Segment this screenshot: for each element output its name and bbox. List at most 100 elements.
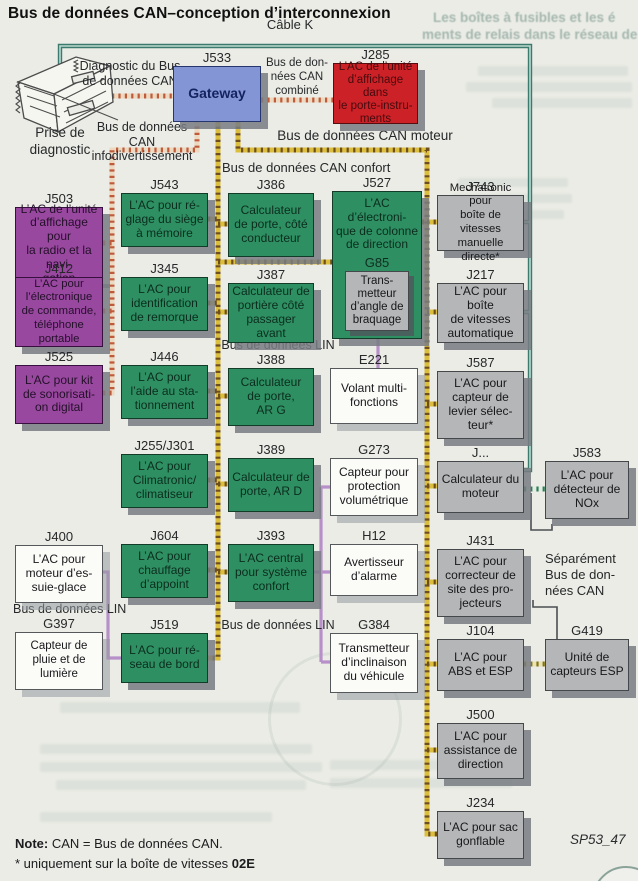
node-label: L’AC pour kit de sonorisati- on digital: [22, 372, 96, 415]
node-label: L’AC pour l’électronique de commande, té…: [21, 277, 97, 345]
node-j412: J412 L’AC pour l’électronique de command…: [15, 261, 103, 347]
node-label: L’AC pour l’aide au sta- tionnement: [130, 370, 199, 412]
node-label: L’AC pour Climatronic/ climatiseur: [132, 459, 197, 501]
node-j285: J285 L’AC de l’unité d’affichage dans le…: [333, 47, 418, 125]
node-j533-gateway: J533 Gateway: [173, 50, 261, 122]
node-label: Calculateur du moteur: [441, 472, 520, 500]
node-g273: G273 Capteur pour protection volumétriqu…: [330, 442, 418, 516]
ghost-smudge: [56, 780, 306, 790]
node-label: L’AC pour correcteur de site des pro- je…: [445, 554, 516, 610]
node-j387: J387 Calculateur de portière côté passag…: [228, 267, 314, 343]
can-combined-label: Bus de don- nées CAN combiné: [265, 57, 328, 97]
node-code: J527: [362, 175, 392, 190]
node-h12: H12 Avertisseur d’alarme: [330, 528, 418, 596]
node-j743: J743 Mechatronic pour boîte de vitesses …: [437, 179, 524, 263]
ghost-smudge: [330, 760, 502, 770]
node-g397: G397 Capteur de pluie et de lumière: [15, 616, 103, 690]
node-code: J386: [256, 177, 286, 192]
node-code: G384: [358, 617, 390, 632]
node-label: L’AC pour sac gonflable: [443, 820, 518, 848]
can-infotainment-line: [80, 93, 333, 396]
node-e221: E221 Volant multi- fonctions: [330, 352, 418, 424]
node-code: J387: [256, 267, 286, 282]
node-code: J388: [256, 352, 286, 367]
node-j519: J519 L’AC pour ré- seau de bord: [121, 617, 208, 683]
node-j-moteur: J... Calculateur du moteur: [437, 445, 524, 513]
note-can: Note: CAN = Bus de données CAN.: [15, 836, 223, 851]
node-j104: J104 L’AC pour ABS et ESP: [437, 623, 524, 691]
node-g419: G419 Unité de capteurs ESP: [545, 623, 629, 691]
node-label: L’AC de l’unité d’affichage dans le port…: [338, 60, 413, 126]
node-j389: J389 Calculateur de porte, AR D: [228, 442, 314, 512]
node-label: L’AC pour ré- glage du siège à mémoire: [125, 198, 204, 240]
node-label: Capteur pour protection volumétrique: [338, 465, 410, 507]
node-code: J543: [150, 177, 179, 192]
separate-can-label: Séparément Bus de don- nées CAN: [545, 551, 616, 598]
node-j255-j301: J255/J301 L’AC pour Climatronic/ climati…: [121, 438, 208, 508]
node-code: J519: [150, 617, 179, 632]
node-label: L’AC d’électroni- que de colonne de dire…: [335, 196, 419, 252]
node-j587: J587 L’AC pour capteur de levier sélec- …: [437, 355, 524, 439]
node-code: J503: [44, 191, 74, 206]
ghost-text-line: Les boîtes à fusibles et les é: [433, 10, 616, 25]
node-code: J389: [256, 442, 286, 457]
node-label: Calculateur de portière côté passager av…: [232, 284, 310, 340]
node-label: Volant multi- fonctions: [340, 381, 408, 409]
bracket-lines: [530, 493, 558, 641]
note-asterisk-text: * uniquement sur la boîte de vitesses: [15, 856, 232, 871]
node-label: Calculateur de porte, AR G: [240, 375, 302, 417]
node-code: J234: [466, 795, 495, 810]
node-j386: J386 Calculateur de porte, côté conducte…: [228, 177, 314, 257]
node-label: Mechatronic pour boîte de vitesses manue…: [449, 181, 512, 263]
node-j527: J527 L’AC d’électroni- que de colonne de…: [332, 175, 422, 339]
node-code: J217: [466, 267, 495, 282]
ghost-smudge: [330, 778, 512, 788]
node-code: G273: [358, 442, 390, 457]
ghost-smudge: [492, 98, 632, 108]
separate-can-stubs: [524, 486, 545, 667]
can-infotainment-label: Bus de données CAN infodivertissement: [91, 120, 193, 163]
node-label: Capteur de pluie et de lumière: [30, 640, 88, 680]
node-label: L’AC pour chauffage d’appoint: [138, 549, 191, 591]
node-label: Unité de capteurs ESP: [550, 650, 624, 678]
node-j345: J345 L’AC pour identification de remorqu…: [121, 261, 208, 331]
node-j543: J543 L’AC pour ré- glage du siège à mémo…: [121, 177, 208, 247]
node-label: L’AC pour détecteur de NOx: [553, 468, 621, 510]
cable-k-label: Câble K: [266, 17, 314, 32]
node-code-g85: G85: [364, 255, 390, 271]
node-label: L’AC pour capteur de levier sélec- teur*: [448, 376, 513, 432]
ghost-smudge: [40, 744, 312, 754]
node-code: E221: [358, 352, 390, 367]
node-code: J533: [202, 50, 232, 65]
node-code: J393: [256, 528, 286, 543]
ghost-smudge: [478, 66, 628, 76]
k-cable-line: [57, 43, 533, 473]
node-j388: J388 Calculateur de porte, AR G: [228, 352, 314, 426]
node-code: J255/J301: [134, 438, 195, 453]
node-j604: J604 L’AC pour chauffage d’appoint: [121, 528, 208, 598]
node-j583: J583 L’AC pour détecteur de NOx: [545, 445, 629, 519]
diagnostic-connector-drawing: [15, 56, 119, 134]
node-label: Gateway: [188, 85, 246, 102]
node-code: J500: [466, 707, 495, 722]
node-label: L’AC pour moteur d’es- suie-glace: [25, 552, 93, 594]
node-j234: J234 L’AC pour sac gonflable: [437, 795, 524, 859]
ghost-text-line: ments de relais dans le réseau de bord: [422, 27, 638, 42]
node-code: J400: [44, 529, 74, 544]
node-j446: J446 L’AC pour l’aide au sta- tionnement: [121, 349, 208, 419]
page-title: Bus de données CAN–conception d’intercon…: [8, 5, 391, 22]
node-g85: Trans- metteur d’angle de braquage: [345, 271, 409, 332]
can-comfort-label: Bus de données CAN confort: [222, 160, 391, 175]
node-code: J743: [466, 179, 495, 194]
node-code: J604: [150, 528, 179, 543]
ghost-smudge: [40, 812, 272, 822]
node-label: L’AC pour boîte de vitesses automatique: [447, 284, 514, 340]
node-j525: J525 L’AC pour kit de sonorisati- on dig…: [15, 349, 103, 424]
lin-label-comfort: Bus de données LIN: [221, 618, 335, 632]
node-code: J525: [44, 349, 74, 364]
node-label: L’AC pour assistance de direction: [443, 729, 518, 771]
figure-reference: SP53_47: [570, 832, 626, 847]
node-label: Trans- metteur d’angle de braquage: [350, 275, 404, 327]
